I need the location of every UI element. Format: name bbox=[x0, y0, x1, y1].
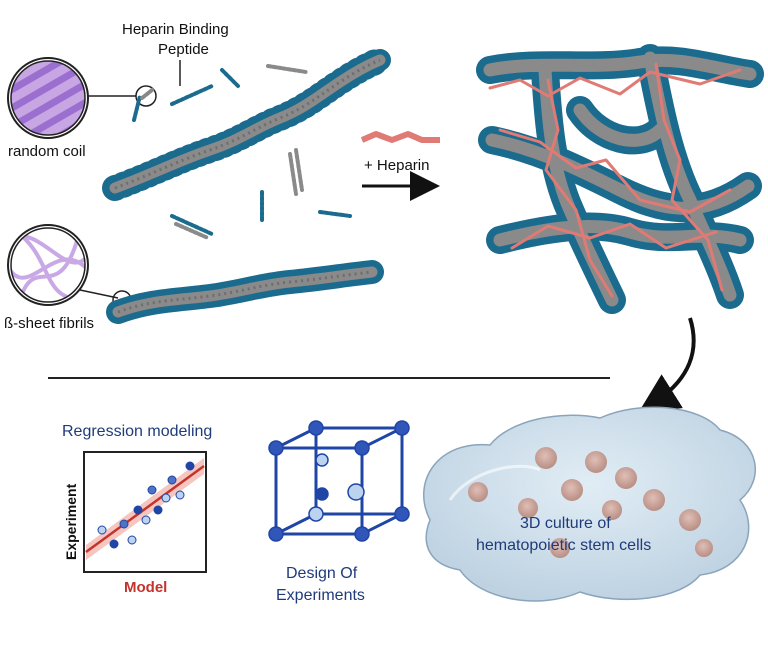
regression-plot bbox=[83, 451, 207, 573]
heparin-binding-peptide-label-2: Peptide bbox=[158, 41, 209, 58]
data-points bbox=[97, 461, 195, 549]
culture-label-2: hematopoietic stem cells bbox=[476, 537, 651, 554]
fibril-network bbox=[476, 44, 764, 314]
peptide-strand bbox=[220, 68, 240, 88]
beta-sheet-magnifier bbox=[7, 224, 132, 310]
stem-cells bbox=[468, 447, 713, 558]
peptide-strand bbox=[132, 94, 142, 122]
axis-experiment-label: Experiment bbox=[63, 483, 79, 560]
doe-points bbox=[268, 420, 410, 542]
random-coil-magnifier bbox=[7, 57, 157, 139]
design-of-experiments-label-1: Design Of bbox=[286, 565, 358, 582]
peptide-strand bbox=[174, 222, 210, 240]
peptide-strand bbox=[170, 214, 214, 236]
hydrogel-blob bbox=[423, 406, 756, 602]
peptide-strand bbox=[266, 64, 308, 74]
peptide-strand bbox=[140, 88, 154, 100]
plus-heparin-label: + Heparin bbox=[364, 157, 429, 174]
design-of-experiments-cube bbox=[274, 426, 404, 536]
heparin-binding-peptide-label-1: Heparin Binding bbox=[122, 21, 229, 38]
design-of-experiments-label-2: Experiments bbox=[276, 587, 365, 604]
culture-label-1: 3D culture of bbox=[520, 515, 611, 532]
heparin-molecule bbox=[360, 131, 440, 143]
fibril-upper bbox=[102, 47, 393, 201]
random-coil-label: random coil bbox=[8, 143, 86, 160]
fibril-lower bbox=[106, 260, 384, 324]
beta-sheet-fibrils-label: ß-sheet fibrils bbox=[4, 315, 94, 332]
peptide-strand bbox=[288, 152, 298, 196]
regression-modeling-label: Regression modeling bbox=[62, 423, 212, 440]
curved-down-arrow-icon bbox=[638, 317, 696, 413]
axis-model-label: Model bbox=[124, 579, 167, 596]
peptide-strand bbox=[294, 148, 304, 192]
peptide-strand bbox=[170, 84, 214, 106]
peptide-strand bbox=[318, 210, 352, 218]
free-peptides bbox=[132, 64, 352, 240]
